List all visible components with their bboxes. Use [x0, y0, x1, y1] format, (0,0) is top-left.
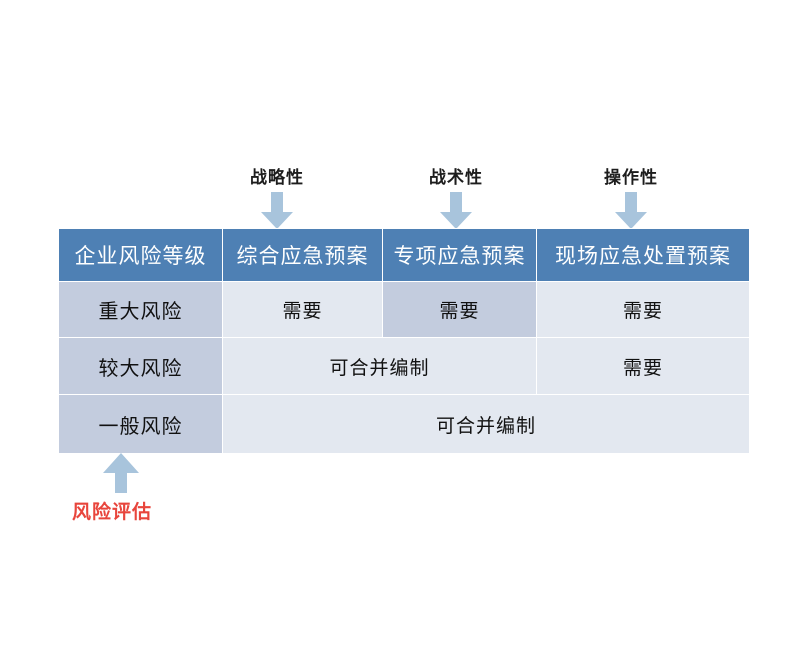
arrow-down-icon-operational [615, 192, 647, 229]
table-row-large-risk: 较大风险 可合并编制 需要 [58, 337, 750, 395]
top-annotation-label-strategic: 战略性 [250, 168, 304, 188]
cell-general-merged-all-plans: 可合并编制 [222, 394, 750, 454]
cell-major-special: 需要 [382, 281, 537, 338]
column-header-onsite-plan: 现场应急处置预案 [536, 228, 750, 282]
table-header-row: 企业风险等级 综合应急预案 专项应急预案 现场应急处置预案 [58, 228, 750, 282]
bottom-annotation-label-risk-assessment: 风险评估 [72, 501, 153, 523]
column-header-risk-level: 企业风险等级 [58, 228, 223, 282]
cell-major-comprehensive: 需要 [222, 281, 383, 338]
arrow-down-icon-tactical [440, 192, 472, 229]
table-row-general-risk: 一般风险 可合并编制 [58, 394, 750, 454]
row-label-major-risk: 重大风险 [58, 281, 223, 338]
top-annotation-label-tactical: 战术性 [429, 168, 483, 188]
cell-major-onsite: 需要 [536, 281, 750, 338]
cell-large-onsite: 需要 [536, 337, 750, 395]
cell-large-merged-comprehensive-special: 可合并编制 [222, 337, 537, 395]
table-row-major-risk: 重大风险 需要 需要 需要 [58, 281, 750, 338]
row-label-large-risk: 较大风险 [58, 337, 223, 395]
row-label-general-risk: 一般风险 [58, 394, 223, 454]
arrow-up-icon-risk-assessment [103, 453, 139, 493]
risk-plan-matrix-table: 企业风险等级 综合应急预案 专项应急预案 现场应急处置预案 重大风险 需要 需要… [58, 228, 750, 454]
column-header-comprehensive-plan: 综合应急预案 [222, 228, 383, 282]
top-annotation-label-operational: 操作性 [604, 168, 658, 188]
column-header-special-plan: 专项应急预案 [382, 228, 537, 282]
arrow-down-icon-strategic [261, 192, 293, 229]
